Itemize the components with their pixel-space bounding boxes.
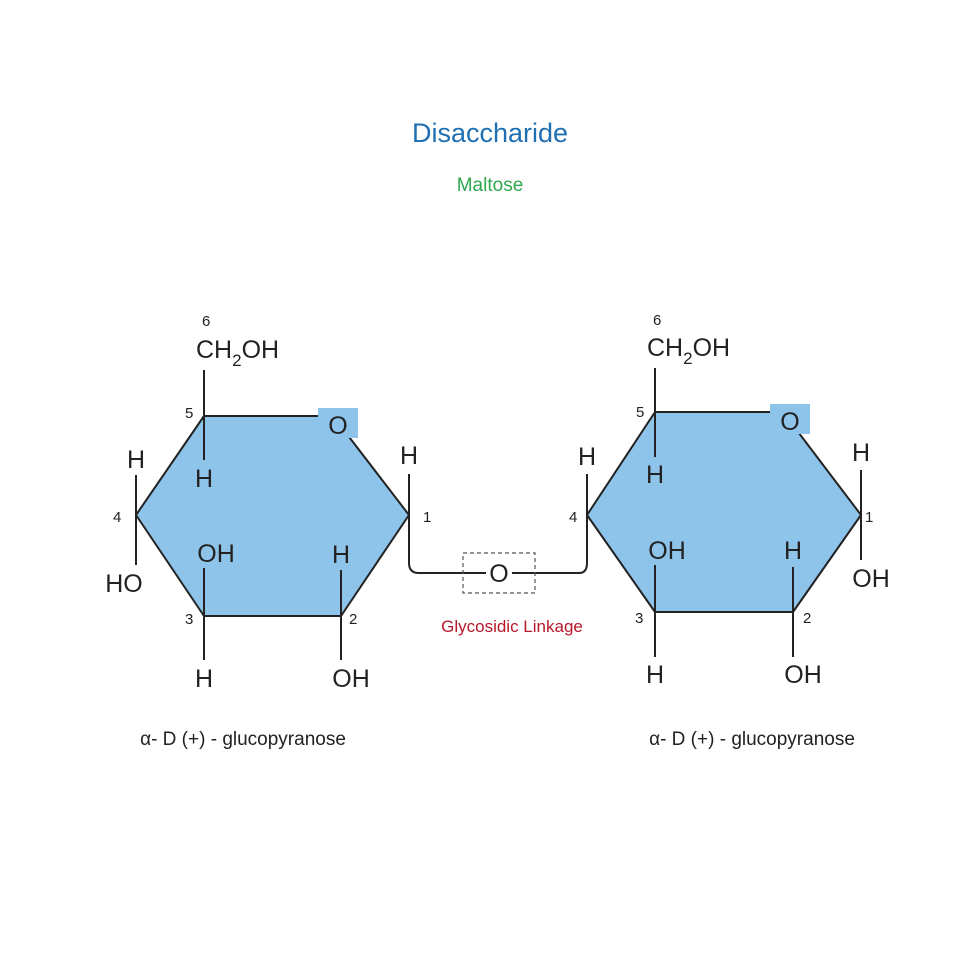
left-carbon-number-5: 5 bbox=[185, 405, 193, 422]
diagram-title: Disaccharide bbox=[412, 118, 568, 148]
left-ring-oxygen: O bbox=[328, 412, 347, 440]
left-ring bbox=[135, 415, 410, 617]
left-c5-h: H bbox=[195, 465, 213, 493]
right-glucose-unit: O CH2OH H H OH H H OH H OH 1 2 3 4 5 6 α… bbox=[569, 312, 890, 750]
right-c5-h: H bbox=[646, 461, 664, 489]
right-c3-oh: OH bbox=[648, 537, 686, 565]
glycosidic-linkage: O Glycosidic Linkage bbox=[408, 515, 588, 636]
left-ring-oxygen-bg bbox=[318, 408, 358, 438]
linkage-bond-right bbox=[512, 515, 588, 574]
right-carbon-number-2: 2 bbox=[803, 610, 811, 627]
left-carbon-number-3: 3 bbox=[185, 611, 193, 628]
right-c2-h: H bbox=[784, 537, 802, 565]
left-carbon-number-1: 1 bbox=[423, 509, 431, 526]
left-carbon-number-4: 4 bbox=[113, 509, 121, 526]
left-c4-h: H bbox=[127, 446, 145, 474]
right-c2-oh: OH bbox=[784, 661, 822, 689]
right-carbon-number-1: 1 bbox=[865, 509, 873, 526]
left-carbon-number-6: 6 bbox=[202, 313, 210, 330]
left-caption: α- D (+) - glucopyranose bbox=[140, 729, 346, 750]
right-carbon-number-3: 3 bbox=[635, 610, 643, 627]
right-c1-oh: OH bbox=[852, 565, 890, 593]
right-ring-oxygen: O bbox=[780, 408, 799, 436]
linkage-highlight-box bbox=[462, 552, 536, 594]
right-ring bbox=[586, 411, 862, 613]
linkage-bond-left bbox=[408, 515, 486, 574]
left-c1-h: H bbox=[400, 442, 418, 470]
right-carbon-number-5: 5 bbox=[636, 404, 644, 421]
left-c2-h: H bbox=[332, 541, 350, 569]
left-glucose-unit: O CH2OH H H HO OH H H OH H 1 2 3 4 5 6 α… bbox=[105, 313, 431, 750]
right-c1-h: H bbox=[852, 439, 870, 467]
linkage-label: Glycosidic Linkage bbox=[441, 617, 583, 636]
right-carbon-number-4: 4 bbox=[569, 509, 577, 526]
bridge-oxygen: O bbox=[489, 560, 508, 588]
diagram-subtitle: Maltose bbox=[457, 175, 524, 196]
left-c4-oh: HO bbox=[105, 570, 143, 598]
right-ring-oxygen-bg bbox=[770, 404, 810, 434]
right-c3-h: H bbox=[646, 661, 664, 689]
left-c2-oh: OH bbox=[332, 665, 370, 693]
right-carbon-number-6: 6 bbox=[653, 312, 661, 329]
right-c4-h: H bbox=[578, 443, 596, 471]
left-carbon-number-2: 2 bbox=[349, 611, 357, 628]
right-c6-group: CH2OH bbox=[647, 334, 730, 368]
right-caption: α- D (+) - glucopyranose bbox=[649, 729, 855, 750]
left-c3-oh: OH bbox=[197, 540, 235, 568]
left-c6-group: CH2OH bbox=[196, 336, 279, 370]
left-c3-h: H bbox=[195, 665, 213, 693]
